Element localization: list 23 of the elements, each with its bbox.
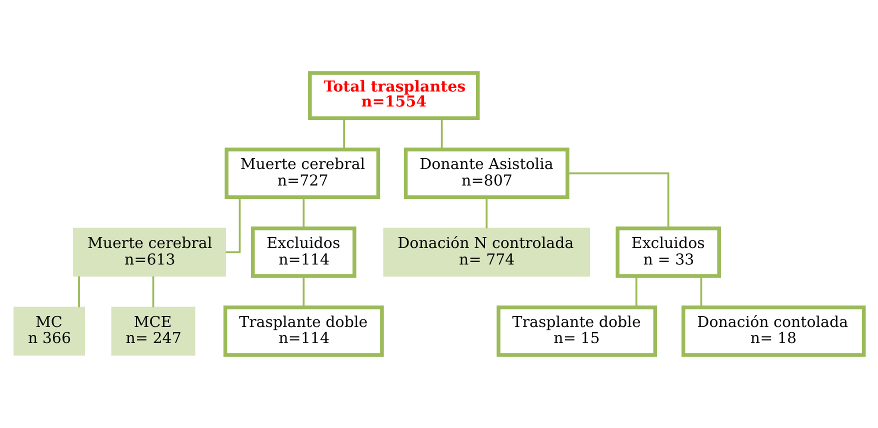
node-box: Donación N controlada n= 774 — [383, 228, 590, 277]
connector — [78, 276, 80, 308]
node-box: Muerte cerebral n=613 — [73, 228, 226, 277]
node-box: MC n 366 — [14, 306, 85, 356]
connector — [343, 118, 345, 150]
node-box: Total trasplantes n=1554 — [308, 71, 480, 120]
connector — [568, 172, 670, 228]
node-box: Trasplante doble n=114 — [223, 305, 384, 357]
connector — [226, 197, 241, 254]
node-box: Excluidos n = 33 — [616, 226, 721, 278]
connector — [440, 118, 443, 150]
connector — [302, 276, 305, 308]
connector — [152, 276, 154, 308]
node-box: Donación contolada n= 18 — [682, 305, 866, 357]
node-box: Excluidos n=114 — [251, 226, 356, 278]
node-box: Muerte cerebral n=727 — [224, 148, 380, 199]
node-box: Trasplante doble n= 15 — [496, 305, 658, 357]
connector — [486, 197, 488, 228]
connector — [635, 276, 638, 308]
connector — [700, 276, 702, 308]
connector — [302, 197, 305, 228]
node-box: Donante Asistolia n=807 — [404, 148, 570, 199]
node-box: MCE n= 247 — [111, 306, 196, 356]
